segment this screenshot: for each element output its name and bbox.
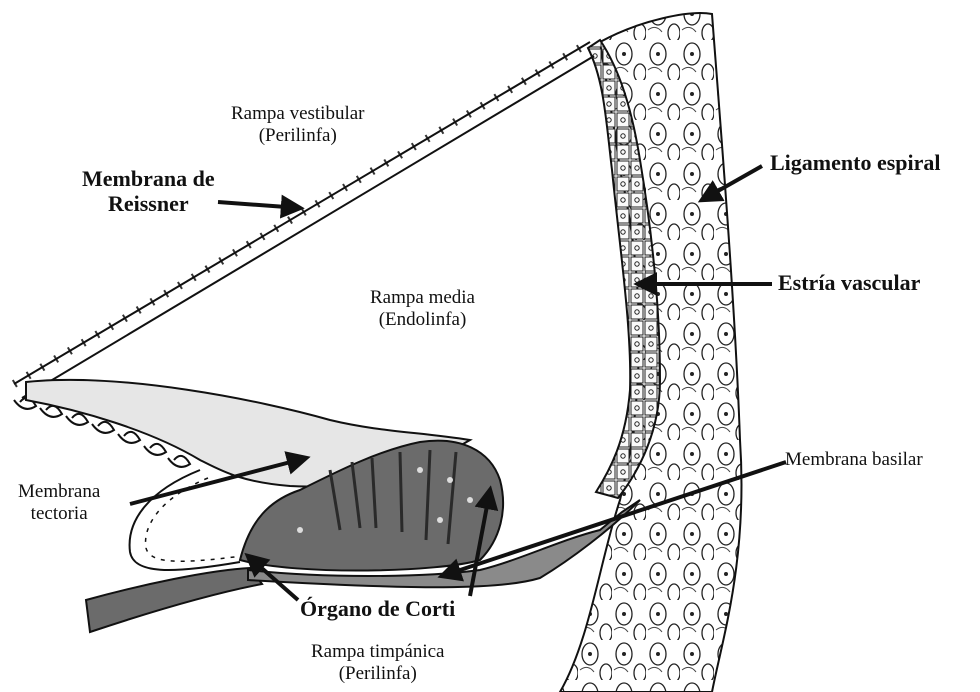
- inner-sulcus: [130, 470, 242, 570]
- label-estria-vascular: Estría vascular: [778, 270, 920, 295]
- membrana-reissner-line1: Membrana de: [82, 166, 215, 191]
- arrow-reissner: [218, 202, 300, 208]
- label-membrana-tectoria: Membrana tectoria: [18, 481, 100, 525]
- label-membrana-basilar: Membrana basilar: [785, 449, 923, 471]
- reissner-membrane: [14, 42, 594, 398]
- rampa-timpanica-line2: (Perilinfa): [311, 663, 444, 685]
- ligamento-espiral-text: Ligamento espiral: [770, 150, 941, 175]
- membrana-tectoria-line1: Membrana: [18, 481, 100, 503]
- label-organo-corti: Órgano de Corti: [300, 596, 455, 621]
- rampa-vestibular-line1: Rampa vestibular: [231, 103, 365, 125]
- membrana-reissner-line2: Reissner: [82, 191, 215, 216]
- label-ligamento-espiral: Ligamento espiral: [770, 150, 941, 175]
- membrana-tectoria-line2: tectoria: [18, 503, 100, 525]
- membrana-basilar-text: Membrana basilar: [785, 449, 923, 471]
- rampa-media-line1: Rampa media: [370, 287, 475, 309]
- osseous-spiral-lamina: [86, 568, 262, 632]
- rampa-vestibular-line2: (Perilinfa): [231, 125, 365, 147]
- estria-vascular-text: Estría vascular: [778, 270, 920, 295]
- label-rampa-vestibular: Rampa vestibular (Perilinfa): [231, 103, 365, 147]
- label-rampa-timpanica: Rampa timpánica (Perilinfa): [311, 641, 444, 685]
- label-rampa-media: Rampa media (Endolinfa): [370, 287, 475, 331]
- organo-corti-text: Órgano de Corti: [300, 596, 455, 621]
- rampa-timpanica-line1: Rampa timpánica: [311, 641, 444, 663]
- label-membrana-reissner: Membrana de Reissner: [82, 166, 215, 217]
- rampa-media-line2: (Endolinfa): [370, 309, 475, 331]
